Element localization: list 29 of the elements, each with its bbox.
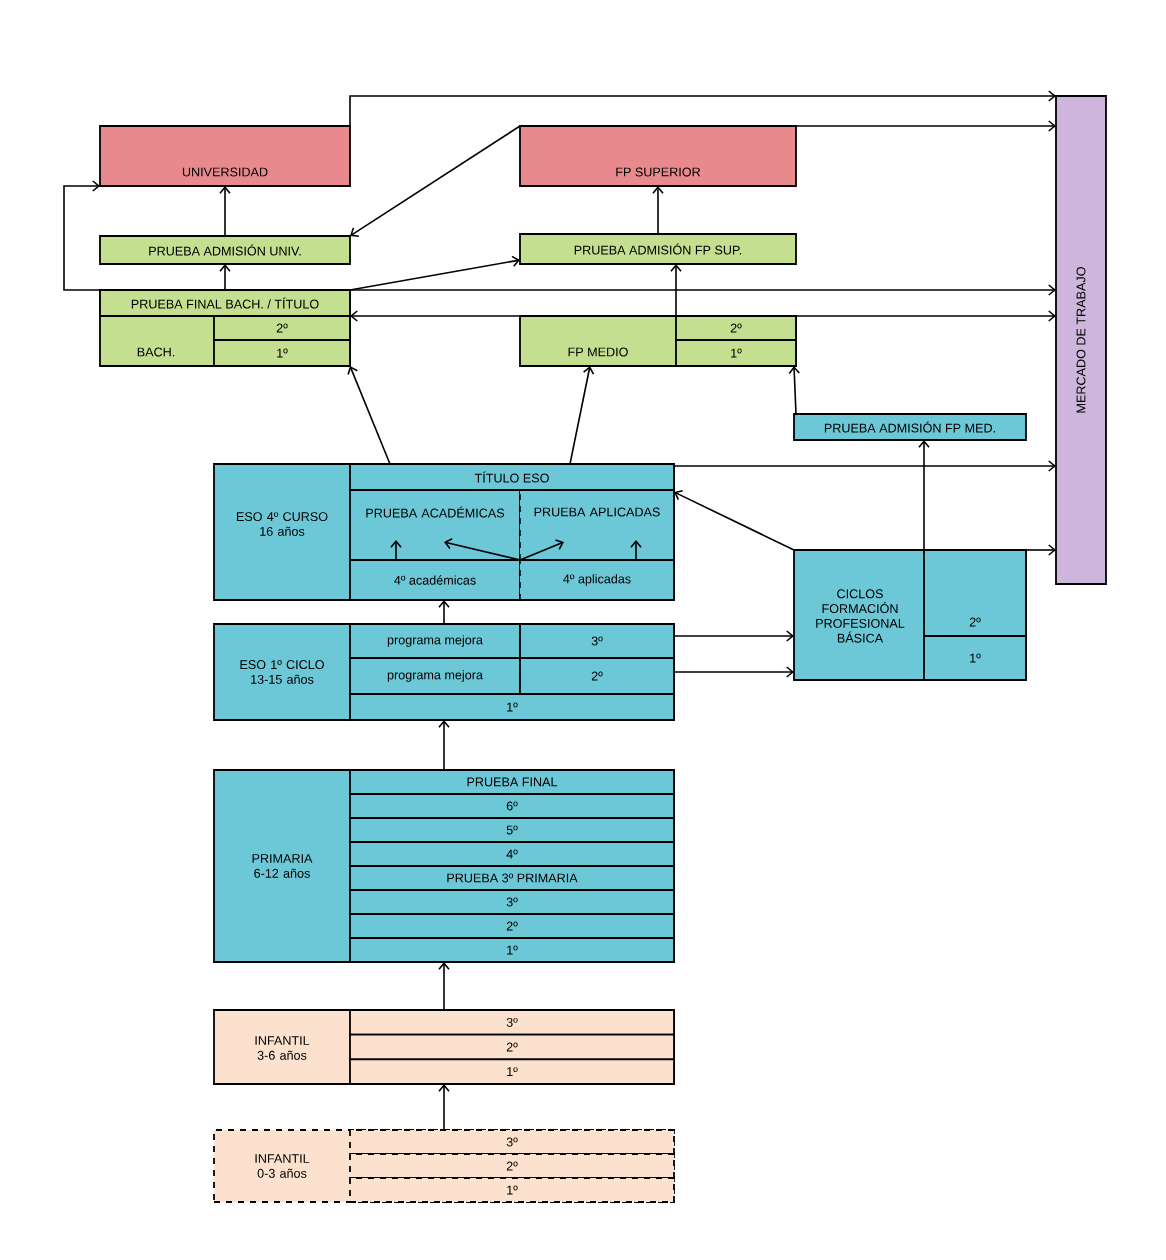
arrow: [63, 180, 101, 291]
arrow: [347, 366, 391, 465]
arrow: [569, 366, 595, 465]
arrow: [1025, 544, 1056, 556]
arrow: [652, 186, 664, 235]
arrow: [795, 120, 1056, 132]
arrow: [673, 460, 1056, 472]
arrow: [219, 264, 231, 291]
arrow: [795, 310, 1056, 322]
arrow: [349, 90, 1056, 127]
arrow: [349, 284, 1056, 296]
arrow: [438, 1084, 450, 1131]
arrow: [390, 540, 402, 561]
arrow: [630, 540, 642, 561]
arrow: [438, 962, 450, 1011]
arrow: [918, 440, 930, 551]
arrow: [673, 666, 794, 678]
arrow: [673, 630, 794, 642]
arrow: [519, 539, 564, 561]
arrow: [788, 366, 801, 415]
arrow: [444, 538, 521, 561]
arrow: [674, 489, 795, 551]
arrow: [350, 310, 521, 322]
arrow: [349, 255, 520, 291]
arrow: [438, 600, 450, 625]
arrow: [219, 186, 231, 237]
arrow: [350, 125, 521, 238]
arrow: [438, 720, 450, 771]
arrow: [670, 264, 682, 317]
